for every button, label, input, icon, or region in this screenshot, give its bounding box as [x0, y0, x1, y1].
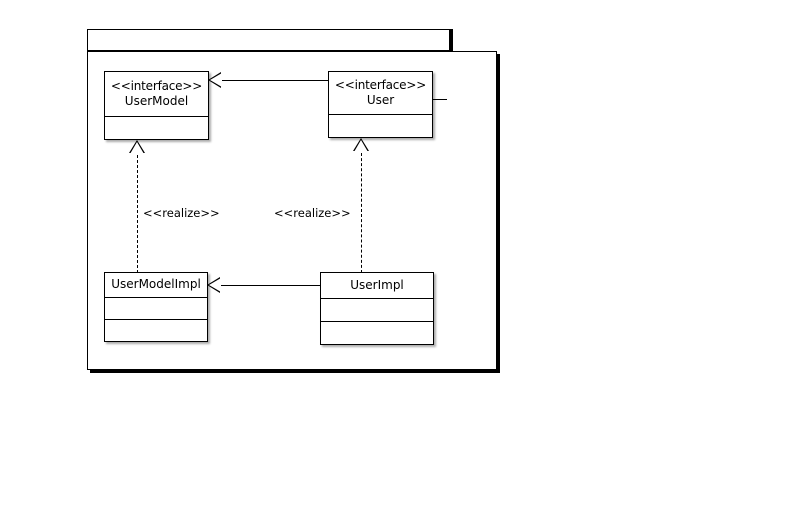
class-operations-user-model-impl: [105, 319, 207, 341]
class-stereotype-user: <<interface>>: [334, 77, 427, 92]
class-box-user[interactable]: <<interface>> User: [328, 71, 433, 138]
class-name-user: User: [366, 92, 395, 107]
edge-label-realize-usermodel: <<realize>>: [143, 206, 220, 220]
class-header-user-impl: UserImpl: [321, 273, 433, 298]
class-header-user-model: <<interface>> UserModel: [105, 72, 208, 116]
class-box-user-model-impl[interactable]: UserModelImpl: [104, 272, 208, 342]
class-operations-user-impl: [321, 321, 433, 344]
class-stereotype-user-model: <<interface>>: [110, 78, 203, 93]
class-attributes-user: [329, 114, 432, 137]
generalization-line-userimpl-to-usermodelimpl: [220, 285, 321, 286]
class-attributes-user-model-impl: [105, 297, 207, 319]
class-attributes-user-model: [105, 116, 208, 139]
edge-label-realize-user: <<realize>>: [274, 206, 351, 220]
connector-stub-user-right: [433, 99, 447, 100]
class-name-user-impl: UserImpl: [350, 277, 404, 292]
class-attributes-user-impl: [321, 298, 433, 321]
generalization-arrowhead-usermodelimpl: [209, 278, 221, 292]
realization-arrowhead-user: [354, 140, 368, 152]
class-name-user-model: UserModel: [124, 93, 189, 108]
class-box-user-model[interactable]: <<interface>> UserModel: [104, 71, 209, 140]
realization-line-usermodelimpl-to-usermodel: [137, 155, 138, 273]
generalization-arrowhead-usermodel: [210, 73, 222, 87]
class-box-user-impl[interactable]: UserImpl: [320, 272, 434, 345]
realization-arrowhead-usermodel: [130, 142, 144, 154]
class-header-user-model-impl: UserModelImpl: [105, 273, 207, 297]
class-header-user: <<interface>> User: [329, 72, 432, 114]
class-name-user-model-impl: UserModelImpl: [111, 277, 201, 291]
package-tab[interactable]: [87, 29, 450, 51]
generalization-line-user-to-usermodel: [221, 80, 329, 81]
realization-line-userimpl-to-user: [361, 153, 362, 273]
